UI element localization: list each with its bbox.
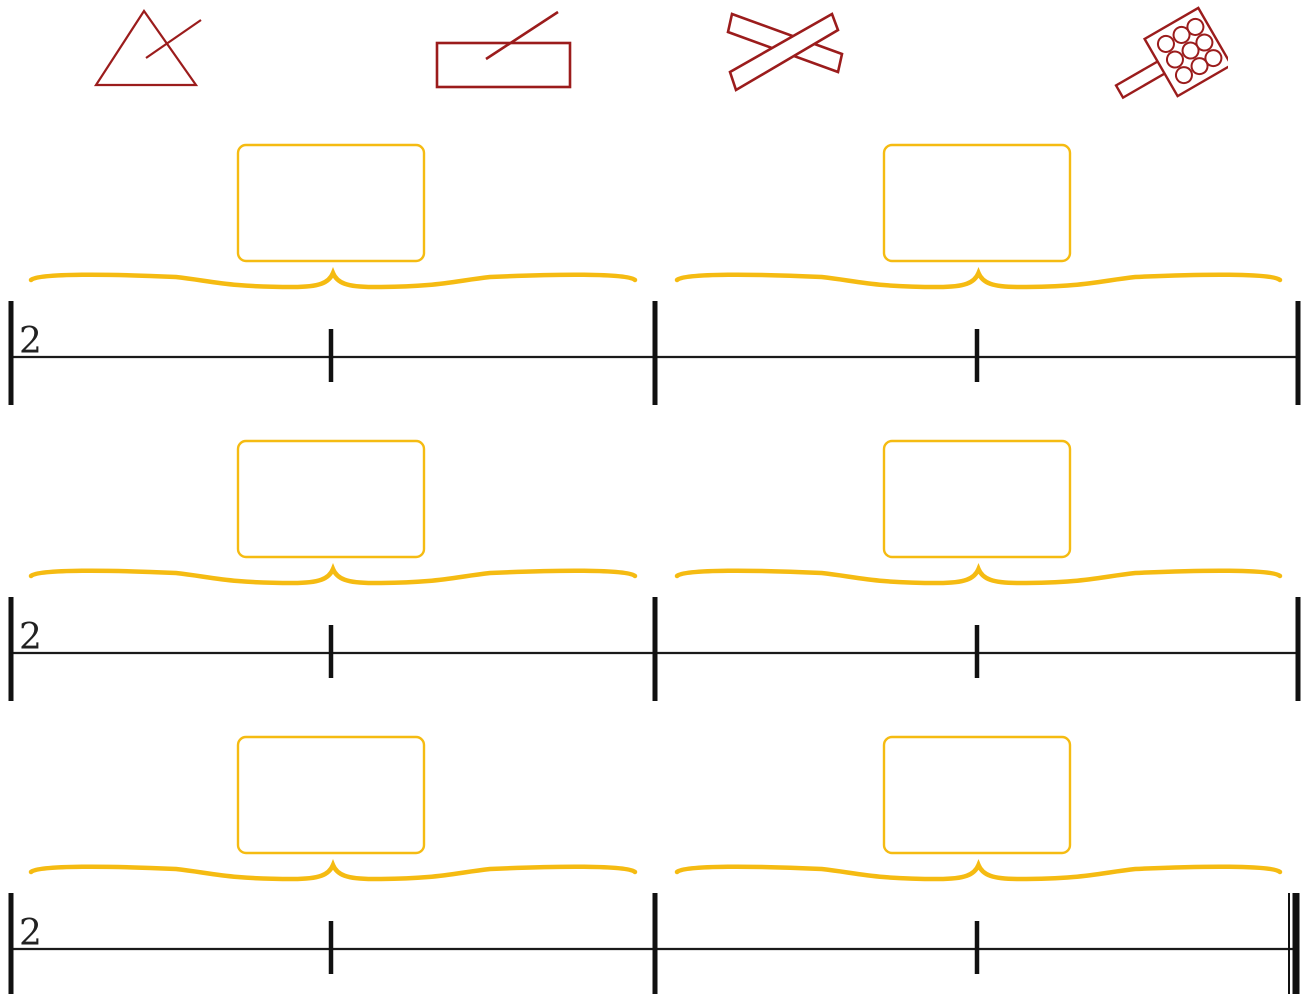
measure <box>674 439 1283 678</box>
measure-bracket <box>28 858 638 882</box>
measure <box>674 735 1283 974</box>
measure <box>674 143 1283 382</box>
rhythm-row: 2 <box>8 143 1301 405</box>
measure-bracket <box>28 562 638 586</box>
time-signature: 2 <box>19 321 42 362</box>
measure-bracket <box>674 266 1283 290</box>
measure-bracket <box>674 858 1283 882</box>
measure <box>28 143 638 382</box>
triangle-icon <box>93 9 202 87</box>
time-signature: 2 <box>19 617 42 658</box>
answer-box[interactable] <box>882 143 1072 263</box>
answer-box[interactable] <box>882 439 1072 559</box>
answer-box[interactable] <box>236 735 426 855</box>
measure <box>28 439 638 678</box>
answer-box[interactable] <box>236 143 426 263</box>
rhythm-sticks-icon <box>435 10 572 89</box>
time-signature: 2 <box>19 913 42 954</box>
answer-box[interactable] <box>882 735 1072 855</box>
answer-box[interactable] <box>236 439 426 559</box>
rhythm-row: 2 <box>8 439 1301 701</box>
measure <box>28 735 638 974</box>
jingle-stick-icon <box>1114 6 1228 100</box>
claves-icon <box>726 12 844 92</box>
measure-bracket <box>28 266 638 290</box>
measure-bracket <box>674 562 1283 586</box>
rhythm-row: 2 <box>8 735 1300 994</box>
